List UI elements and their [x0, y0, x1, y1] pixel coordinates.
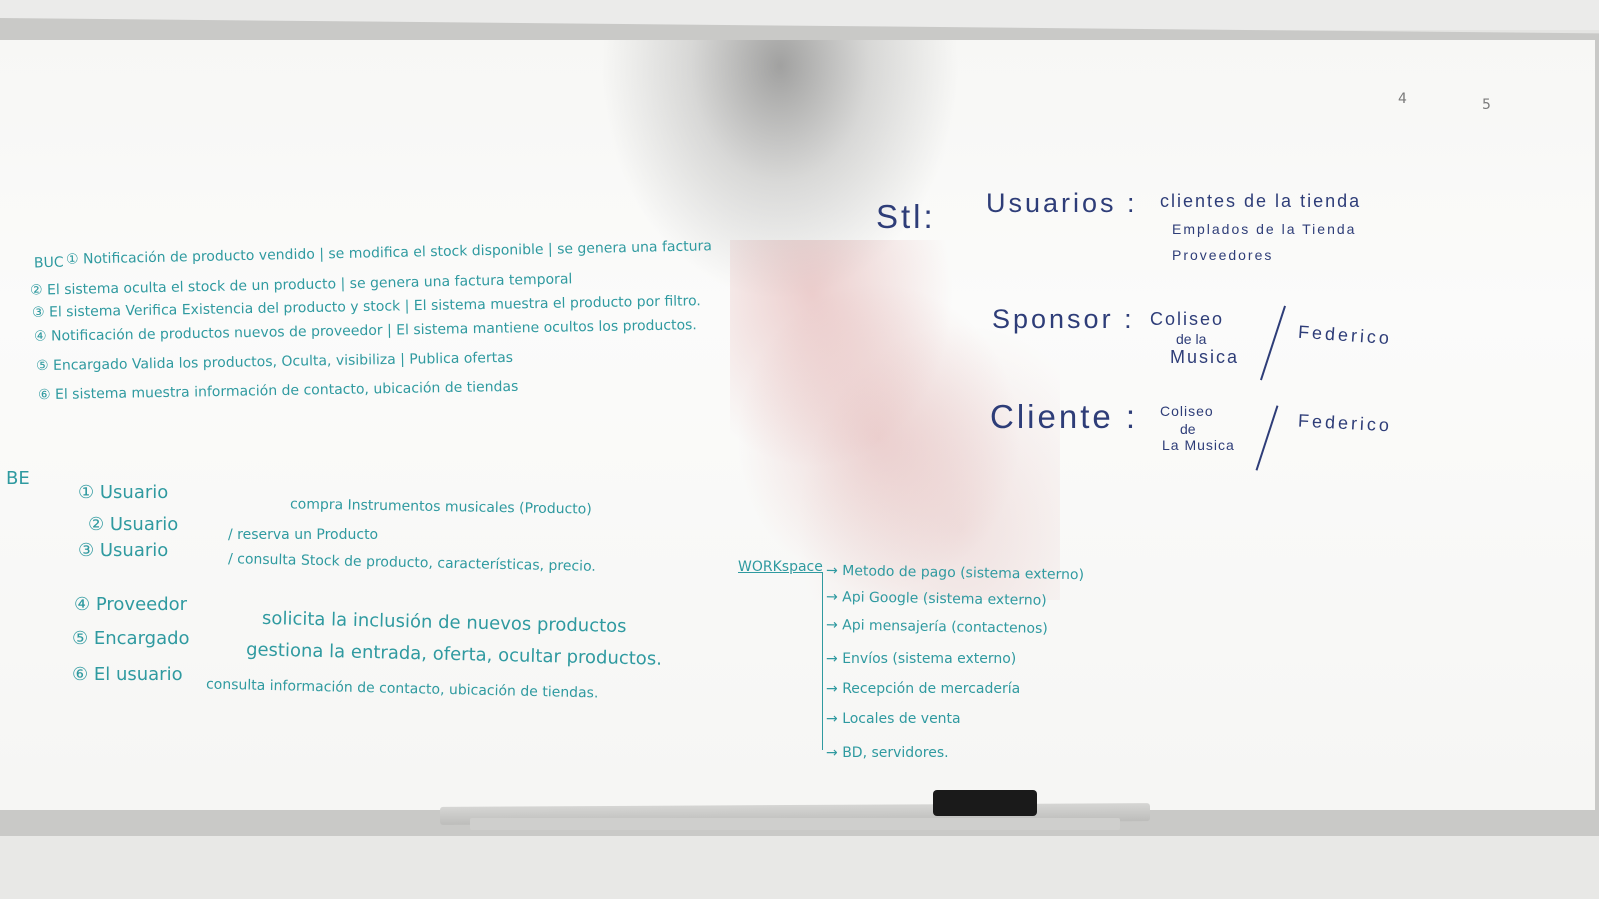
usuarios-item: Emplados de la Tienda — [1172, 221, 1357, 237]
usuarios-item: clientes de la tienda — [1160, 191, 1362, 211]
eraser — [933, 790, 1037, 816]
workspace-item: → BD, servidores. — [826, 745, 949, 761]
workspace-item: → Locales de venta — [826, 711, 961, 727]
usuarios-item: Proveedores — [1172, 247, 1274, 263]
floor — [0, 836, 1599, 899]
be-actor: ② Usuario — [88, 514, 179, 535]
workspace-label: WORKspace — [738, 559, 823, 575]
corner-mark: 4 — [1398, 91, 1407, 107]
cliente-person: Federico — [1297, 410, 1393, 436]
camera-shadow — [600, 40, 960, 300]
be-action: / reserva un Producto — [228, 527, 379, 543]
be-actor: ⑤ Encargado — [72, 628, 190, 649]
corner-mark: 5 — [1482, 97, 1491, 113]
marker-tray-lip — [470, 818, 1120, 830]
workspace-item: → Api mensajería (contactenos) — [825, 617, 1048, 637]
workspace-item: → Recepción de mercadería — [826, 681, 1021, 697]
sponsor-label: Sponsor : — [992, 304, 1135, 334]
sponsor-org-line: de la — [1176, 331, 1207, 347]
cliente-org-line: Coliseo — [1160, 403, 1214, 419]
sponsor-org-line: Coliseo — [1150, 309, 1225, 329]
stakeholders-heading: Stl: — [876, 198, 936, 235]
be-actor: ⑥ El usuario — [72, 664, 183, 685]
workspace-item: → Envíos (sistema externo) — [826, 651, 1017, 667]
workspace-bracket — [822, 572, 823, 750]
cliente-label: Cliente : — [990, 398, 1139, 435]
be-actor: ③ Usuario — [78, 540, 169, 561]
be-tag: BE — [6, 468, 30, 489]
be-actor: ① Usuario — [78, 482, 169, 503]
workspace-item: → Api Google (sistema externo) — [825, 589, 1047, 609]
usuarios-label: Usuarios : — [986, 188, 1138, 218]
sponsor-org-line: Musica — [1170, 347, 1240, 367]
cliente-org-line: La Musica — [1162, 437, 1235, 453]
be-actor: ④ Proveedor — [74, 594, 188, 615]
cliente-org-line: de — [1180, 421, 1196, 437]
buc-tag: BUC — [33, 254, 64, 272]
